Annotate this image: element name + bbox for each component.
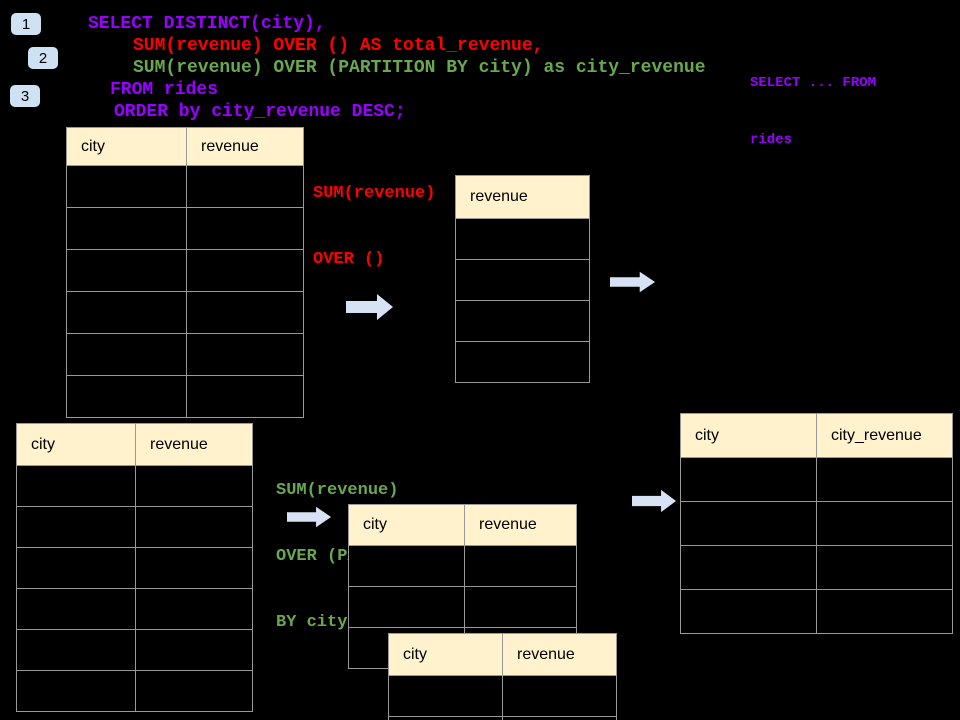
table-cell-empty	[817, 502, 953, 546]
table-cell-empty	[187, 376, 304, 418]
arrow-right-result-icon	[632, 489, 677, 513]
sql-code-line-3: SUM(revenue) OVER (PARTITION BY city) as…	[133, 58, 706, 78]
annotation-total-revenue: SUM(revenue) OVER ()	[313, 139, 435, 315]
annotation-total-line-2: OVER ()	[313, 250, 385, 269]
sql-code-line-5: ORDER by city_revenue DESC;	[114, 102, 406, 122]
annotation-partition-line-1: SUM(revenue)	[276, 481, 399, 500]
table-cell-empty	[17, 671, 136, 712]
table-source-bottom: city revenue	[16, 423, 253, 712]
step-badge-1: 1	[11, 13, 41, 35]
table-cell-empty	[465, 546, 577, 587]
sql-side-note-line-1: SELECT ... FROM	[750, 75, 877, 91]
table-cell-empty	[349, 587, 465, 628]
annotation-total-line-1: SUM(revenue)	[313, 184, 436, 203]
table-cell-empty	[389, 717, 503, 720]
table-cell-empty	[17, 548, 136, 589]
table-partition-front-header-revenue: revenue	[503, 634, 617, 676]
table-cell-empty	[456, 301, 590, 342]
table-source-top-header-city: city	[67, 128, 187, 166]
table-cell-empty	[17, 589, 136, 630]
table-cell-empty	[503, 717, 617, 720]
table-cell-empty	[17, 630, 136, 671]
table-city-revenue-header-city-revenue: city_revenue	[817, 414, 953, 458]
table-cell-empty	[817, 458, 953, 502]
table-cell-empty	[67, 292, 187, 334]
sql-side-note-line-2: rides	[750, 132, 793, 148]
table-source-top: city revenue	[66, 127, 304, 418]
table-source-bottom-header-city: city	[17, 424, 136, 466]
table-cell-empty	[187, 166, 304, 208]
table-cell-empty	[681, 546, 817, 590]
sql-code-line-2: SUM(revenue) OVER () AS total_revenue,	[133, 36, 544, 56]
sql-side-note: SELECT ... FROM rides	[750, 36, 876, 188]
table-cell-empty	[17, 507, 136, 548]
table-cell-empty	[349, 546, 465, 587]
table-partition-back-header-city: city	[349, 505, 465, 546]
arrow-right-total-icon	[346, 294, 393, 320]
table-cell-empty	[187, 334, 304, 376]
table-cell-empty	[681, 590, 817, 634]
table-cell-empty	[187, 250, 304, 292]
table-cell-empty	[136, 507, 253, 548]
table-cell-empty	[67, 334, 187, 376]
table-cell-empty	[456, 260, 590, 301]
table-cell-empty	[136, 589, 253, 630]
table-city-revenue-result: city city_revenue	[680, 413, 953, 634]
table-cell-empty	[67, 250, 187, 292]
table-partition-front: city revenue	[388, 633, 617, 720]
step-badge-3: 3	[10, 85, 40, 107]
table-cell-empty	[136, 630, 253, 671]
table-cell-empty	[456, 219, 590, 260]
sql-code-line-1: SELECT DISTINCT(city),	[88, 14, 326, 34]
arrow-right-total-out-icon	[610, 271, 656, 293]
table-cell-empty	[187, 292, 304, 334]
table-partition-back-header-revenue: revenue	[465, 505, 577, 546]
table-cell-empty	[136, 671, 253, 712]
table-source-top-header-revenue: revenue	[187, 128, 304, 166]
table-cell-empty	[503, 676, 617, 717]
annotation-partition-line-3: BY city)	[276, 613, 358, 632]
table-city-revenue-header-city: city	[681, 414, 817, 458]
table-cell-empty	[187, 208, 304, 250]
table-partition-front-header-city: city	[389, 634, 503, 676]
table-cell-empty	[17, 466, 136, 507]
step-badge-2: 2	[28, 47, 58, 69]
table-cell-empty	[136, 466, 253, 507]
table-cell-empty	[681, 502, 817, 546]
sql-code-line-4: FROM rides	[110, 80, 219, 100]
table-source-bottom-header-revenue: revenue	[136, 424, 253, 466]
table-cell-empty	[67, 208, 187, 250]
table-total-result: revenue	[455, 175, 590, 383]
table-cell-empty	[817, 590, 953, 634]
table-cell-empty	[456, 342, 590, 383]
table-cell-empty	[67, 376, 187, 418]
table-total-result-header-revenue: revenue	[456, 176, 590, 219]
table-cell-empty	[681, 458, 817, 502]
table-cell-empty	[67, 166, 187, 208]
table-cell-empty	[136, 548, 253, 589]
table-cell-empty	[817, 546, 953, 590]
table-cell-empty	[465, 587, 577, 628]
table-cell-empty	[389, 676, 503, 717]
arrow-right-partition-icon	[287, 506, 332, 528]
